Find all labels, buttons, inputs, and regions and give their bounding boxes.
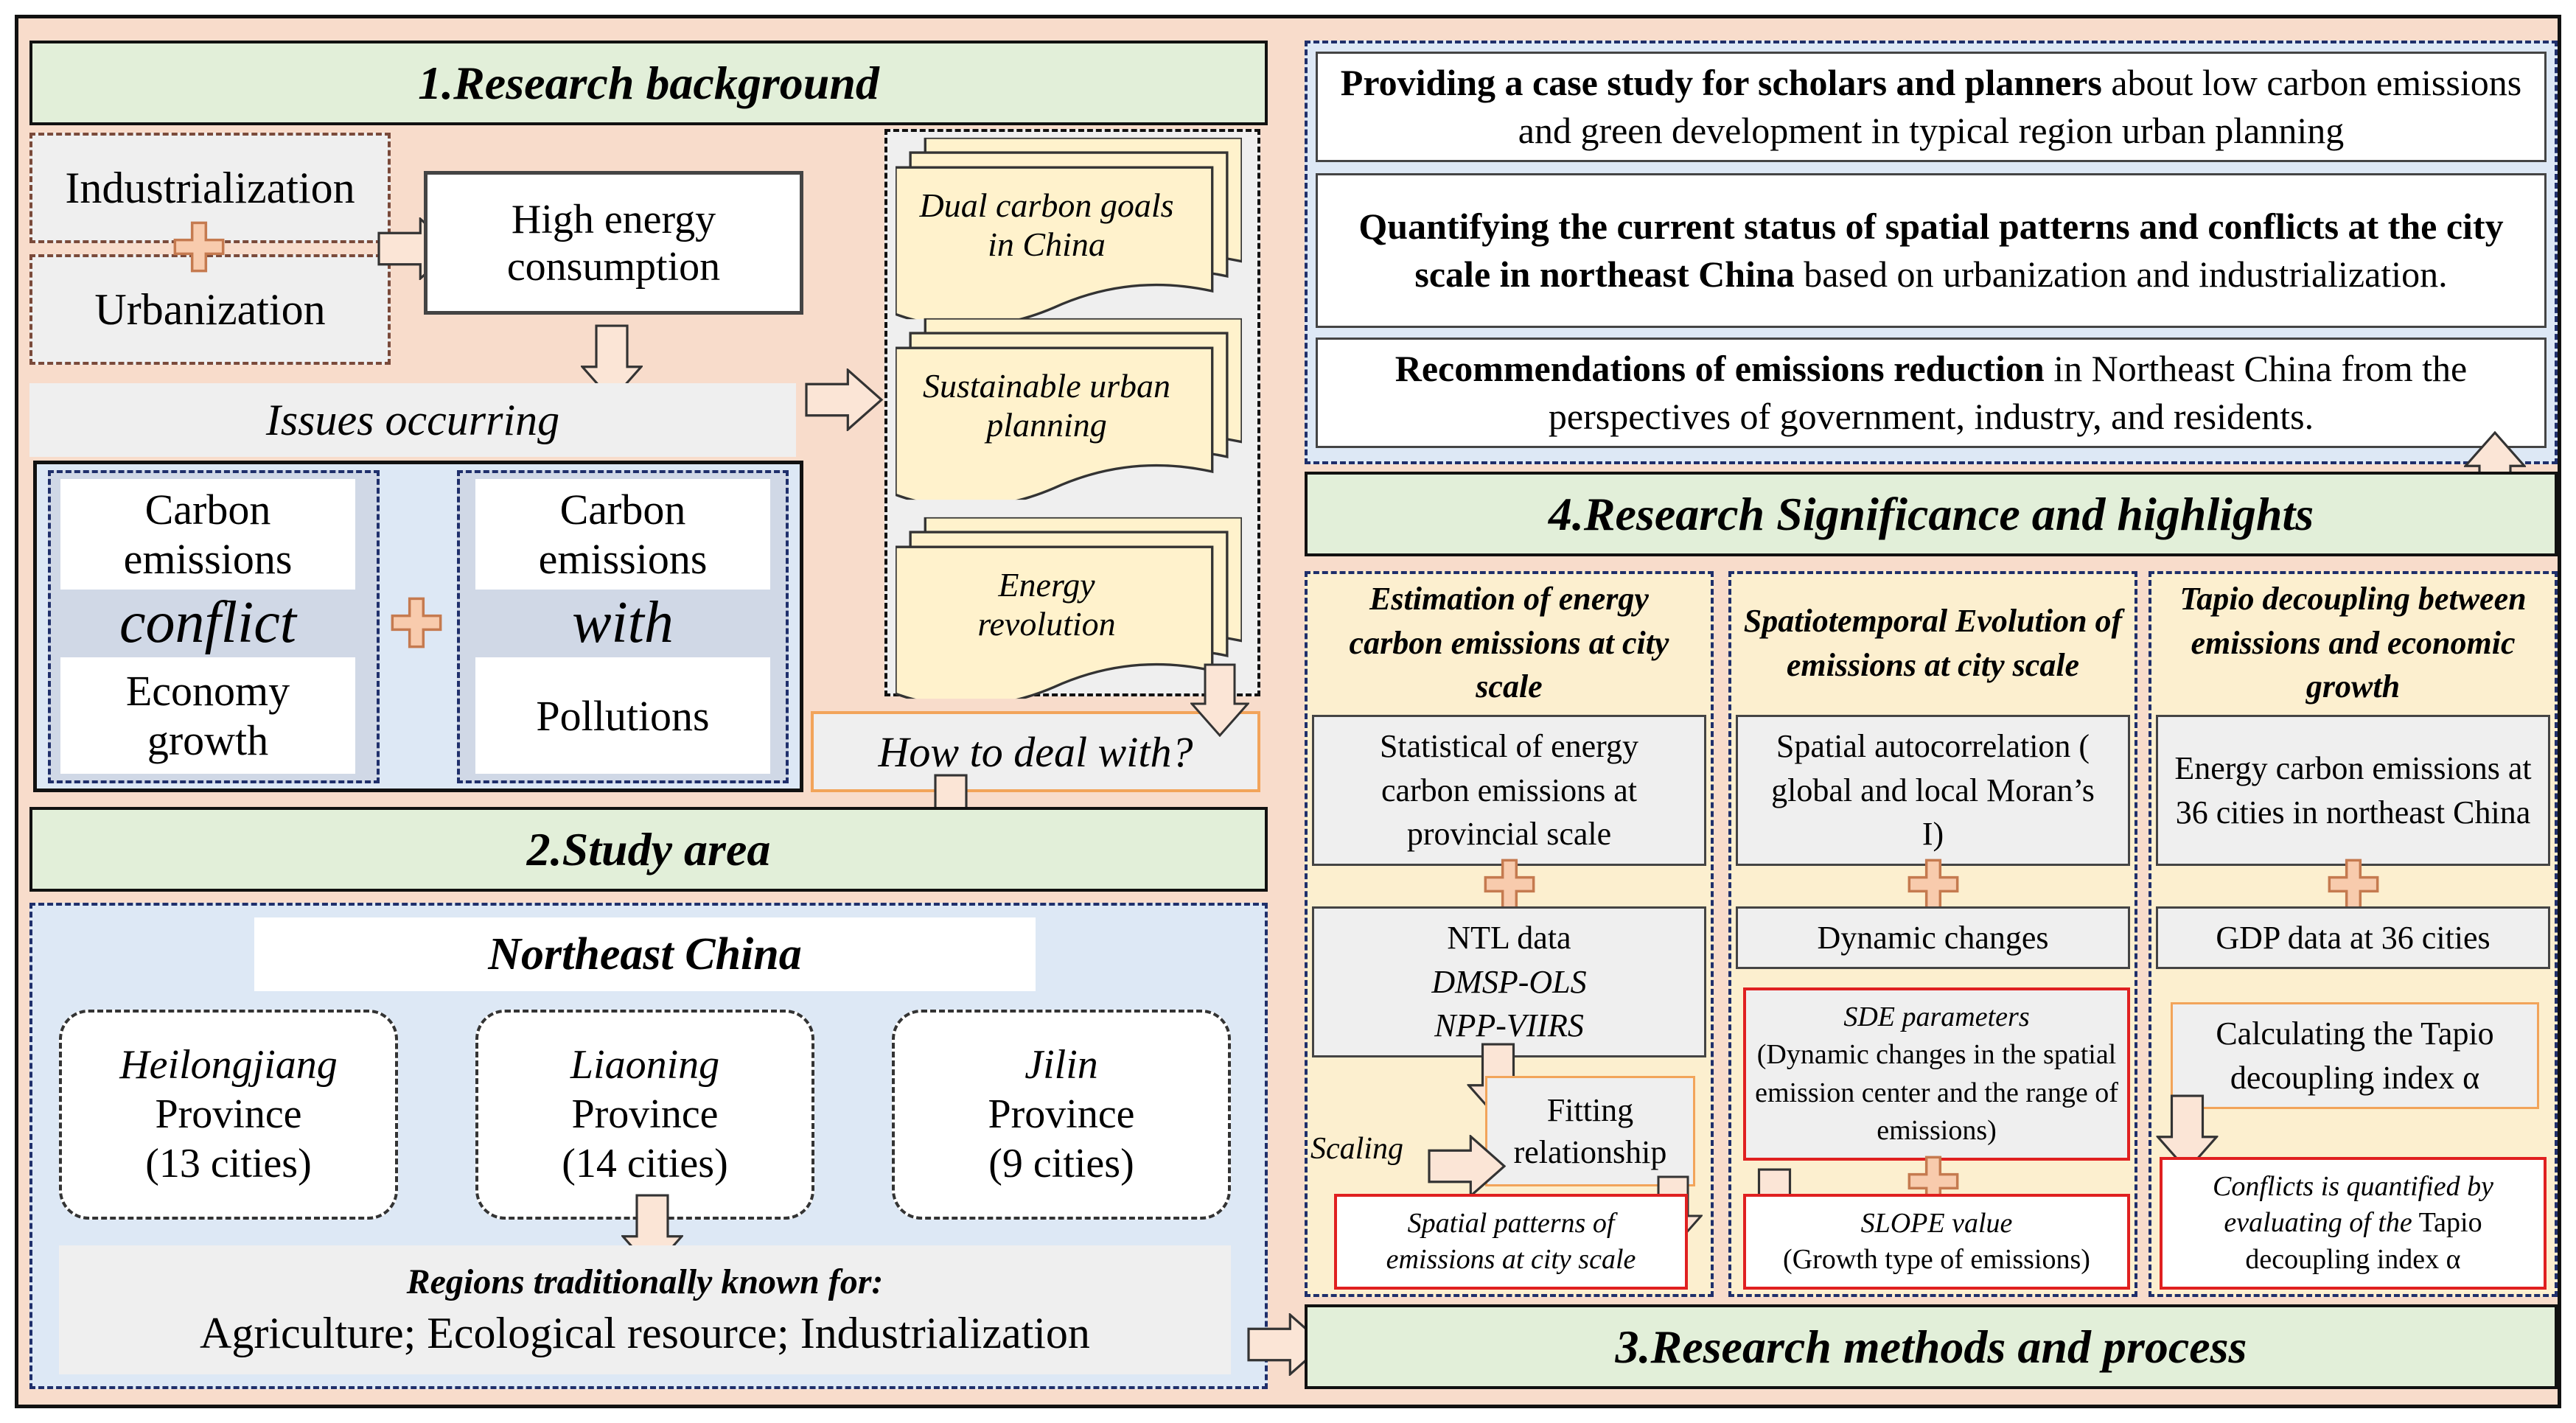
conflict-word: conflict (119, 590, 296, 655)
tapio-calculation-box: Calculating the Tapio decoupling index α (2171, 1002, 2539, 1109)
province-label: Province (155, 1091, 302, 1137)
slope-body: (Growth type of emissions) (1783, 1244, 2090, 1275)
method-heading: Tapio decoupling between emissions and e… (2179, 581, 2527, 705)
how-to-deal-box: How to deal with? (811, 711, 1260, 792)
method-heading: Spatiotemporal Evolution of emissions at… (1743, 603, 2123, 683)
known-for-box: Regions traditionally known for: Agricul… (59, 1245, 1231, 1374)
gdp-data-box: GDP data at 36 cities (2156, 906, 2550, 969)
issues-occurring-label: Issues occurring (29, 383, 796, 457)
conflicts-rest: Tapio decoupling index α (2245, 1207, 2482, 1275)
slope-value-box: SLOPE value (Growth type of emissions) (1743, 1194, 2130, 1290)
province-cities: (14 cities) (562, 1141, 728, 1187)
province-box-liaoning: Liaoning Province (14 cities) (475, 1010, 814, 1220)
with-word: with (572, 590, 674, 655)
spatial-autocorrelation-box: Spatial autocorrelation ( global and loc… (1736, 715, 2130, 866)
section-title-methods: 3.Research methods and process (1305, 1304, 2558, 1389)
urbanization-box: Urbanization (29, 254, 391, 365)
provincial-statistics-box: Statistical of energy carbon emissions a… (1312, 715, 1706, 866)
high-energy-box: High energy consumption (424, 171, 803, 315)
plus-icon (1484, 859, 1535, 910)
spatial-patterns-result: Spatial patterns of emissions at city sc… (1334, 1194, 1688, 1290)
province-name: Liaoning (570, 1041, 720, 1088)
scaling-label: Scaling (1310, 1132, 1403, 1166)
significance-text: Providing a case study for scholars and … (1340, 59, 2522, 155)
significance-bold: Quantifying the current status of spatia… (1358, 206, 2504, 295)
known-for-title: Regions traditionally known for: (406, 1262, 884, 1301)
sde-title: SDE parameters (1843, 1001, 2030, 1032)
significance-rest: in Northeast China from the perspectives… (1548, 348, 2468, 437)
province-box-heilongjiang: Heilongjiang Province (13 cities) (59, 1010, 398, 1220)
plus-icon (391, 597, 442, 648)
significance-item: Recommendations of emissions reduction i… (1316, 338, 2547, 448)
conflicts-quantified-box: Conflicts is quantified by evaluating of… (2160, 1157, 2547, 1290)
energy-revolution-doc-text: Energy revolution (977, 566, 1116, 643)
method-heading: Estimation of energy carbon emissions at… (1349, 581, 1669, 705)
significance-item: Quantifying the current status of spatia… (1316, 173, 2547, 328)
sde-body: (Dynamic changes in the spatial emission… (1755, 1039, 2118, 1146)
dual-carbon-doc-text: Dual carbon goals in China (919, 186, 1174, 263)
arrow-right-icon (1426, 1135, 1507, 1198)
carbon-emissions-label: Carbon emissions (60, 479, 355, 590)
section-title-study-area: 2.Study area (29, 807, 1268, 892)
npp-label: NPP-VIIRS (1434, 1007, 1584, 1044)
arrow-right-icon (803, 368, 884, 431)
significance-text: Recommendations of emissions reduction i… (1362, 345, 2500, 441)
dmsp-label: DMSP-OLS (1431, 963, 1587, 1000)
province-box-jilin: Jilin Province (9 cities) (892, 1010, 1231, 1220)
section-title-background: 1.Research background (29, 41, 1268, 125)
province-cities: (9 cities) (988, 1141, 1134, 1187)
plus-icon (2328, 859, 2379, 910)
plus-icon (173, 221, 225, 273)
economy-growth-label: Economy growth (60, 657, 355, 774)
province-name: Jilin (1025, 1041, 1098, 1088)
sde-parameters-box: SDE parameters (Dynamic changes in the s… (1743, 987, 2130, 1161)
significance-item: Providing a case study for scholars and … (1316, 52, 2547, 162)
region-title: Northeast China (254, 917, 1036, 991)
significance-bold: Providing a case study for scholars and … (1340, 62, 2102, 103)
dynamic-changes-box: Dynamic changes (1736, 906, 2130, 969)
significance-rest: based on urbanization and industrializat… (1794, 254, 2448, 295)
significance-rest: about low carbon emissions and green dev… (1518, 62, 2522, 151)
ntl-data-box: NTL data DMSP-OLS NPP-VIIRS (1312, 906, 1706, 1057)
carbon-emissions-label: Carbon emissions (475, 479, 770, 590)
fitting-relationship-box: Fitting relationship (1485, 1076, 1695, 1186)
significance-bold: Recommendations of emissions reduction (1395, 348, 2045, 389)
province-label: Province (571, 1091, 719, 1137)
conflicts-quantified-text: Conflicts is quantified by evaluating of… (2177, 1169, 2529, 1278)
arrow-down-icon (1187, 663, 1253, 737)
conflicts-italic: Conflicts is quantified by evaluating of… (2212, 1170, 2494, 1239)
pollutions-label: Pollutions (475, 657, 770, 774)
plus-icon (1907, 859, 1959, 910)
city-emissions-box: Energy carbon emissions at 36 cities in … (2156, 715, 2550, 866)
ntl-label: NTL data (1447, 920, 1571, 957)
slope-title: SLOPE value (1860, 1207, 2013, 1239)
sustainable-planning-doc-text: Sustainable urban planning (922, 367, 1171, 444)
province-name: Heilongjiang (119, 1041, 338, 1088)
industrialization-box: Industrialization (29, 133, 391, 243)
significance-text: Quantifying the current status of spatia… (1340, 203, 2522, 298)
section-title-significance: 4.Research Significance and highlights (1305, 472, 2558, 556)
province-cities: (13 cities) (145, 1141, 312, 1187)
known-for-list: Agriculture; Ecological resource; Indust… (200, 1308, 1090, 1357)
province-label: Province (988, 1091, 1135, 1137)
